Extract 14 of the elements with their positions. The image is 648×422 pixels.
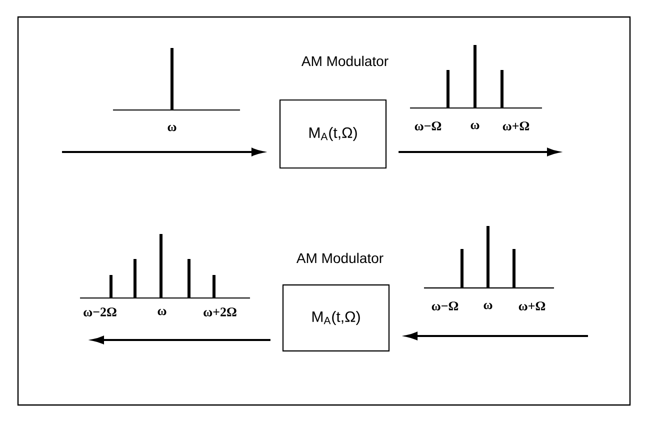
frequency-label: ω+2Ω [204, 308, 236, 316]
node-label: AM Modulator [301, 56, 388, 66]
modulator-box: AM Modulator M$_{A}$(t,Ω) [282, 252, 390, 352]
node-label: AM Modulator [296, 252, 384, 264]
frequency-label: ω [470, 122, 480, 130]
frequency-label: ω [158, 308, 166, 316]
frequency-label: ω−2Ω [84, 308, 116, 316]
frequency-label: ω−Ω [432, 302, 458, 310]
frequency-label: ω+Ω [518, 302, 546, 310]
modulator-box: AM Modulator M$_{A}$(t,Ω) [279, 56, 388, 169]
frequency-label: ω [484, 302, 492, 310]
frequency-label: ω−Ω [414, 122, 442, 130]
frequency-label: ω [168, 124, 176, 132]
frequency-label: ω+Ω [502, 122, 530, 130]
